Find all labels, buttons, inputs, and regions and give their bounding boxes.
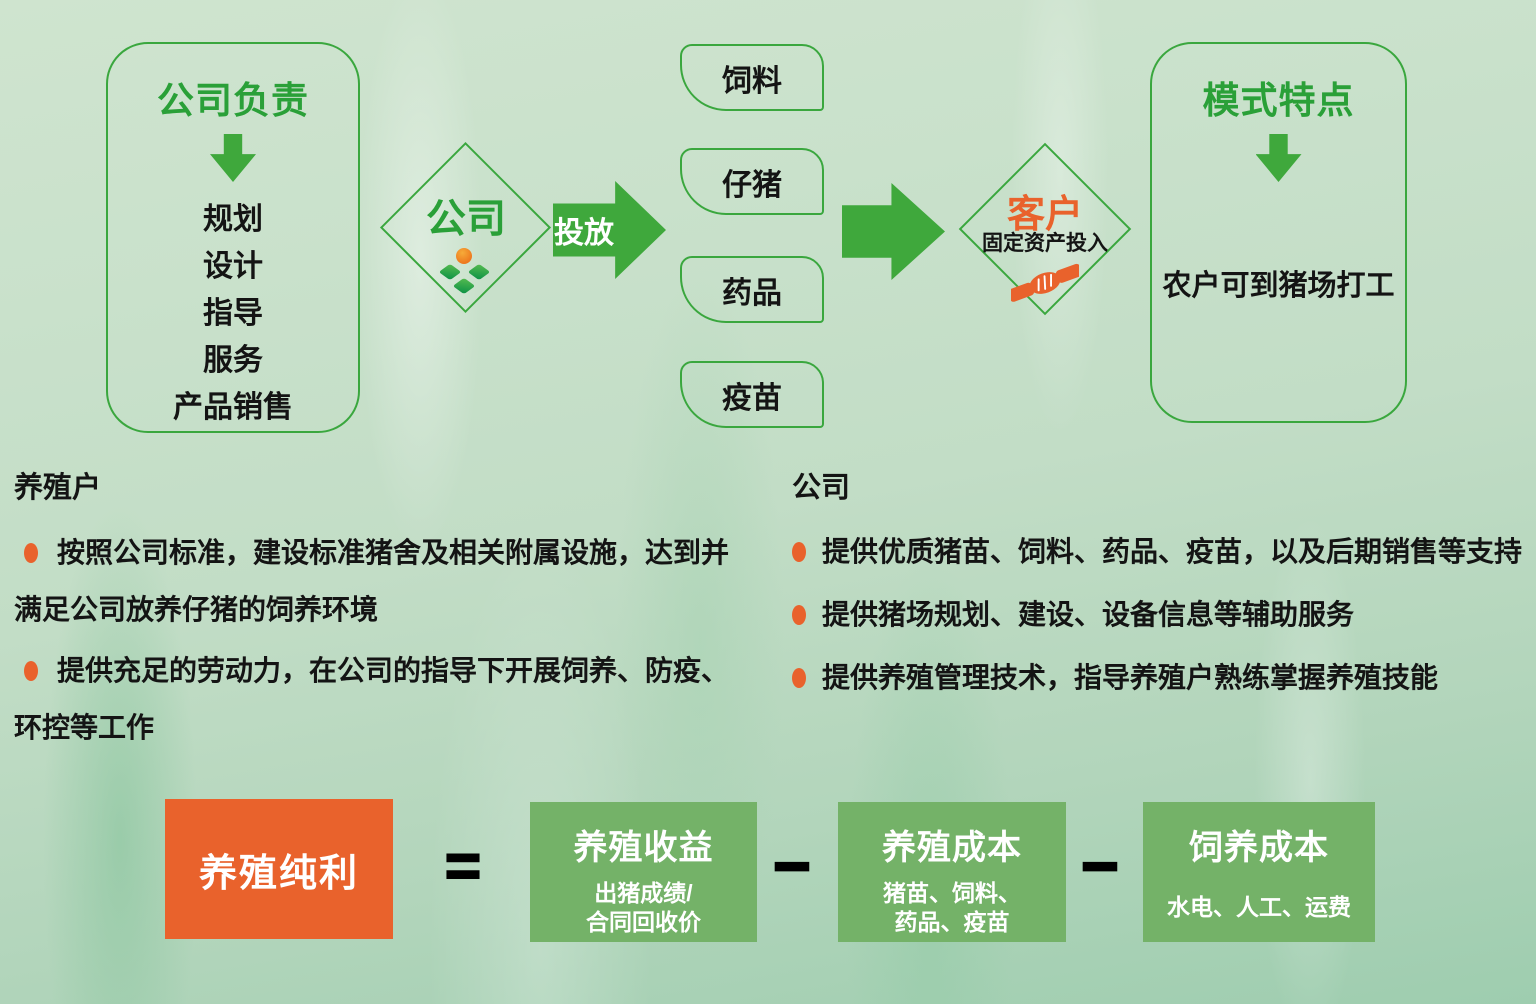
supply-box-medicine: 药品 bbox=[680, 256, 824, 323]
supply-box-feed: 饲料 bbox=[680, 44, 824, 111]
minus-sign: − bbox=[1080, 829, 1120, 904]
logo-leaf-shape bbox=[452, 277, 476, 295]
term-subtitle-line: 合同回收价 bbox=[586, 909, 701, 935]
right-arrow-icon bbox=[842, 183, 945, 280]
bullet-item: 提供养殖管理技术，指导养殖户熟练掌握养殖技能 bbox=[792, 648, 1536, 707]
equals-sign: = bbox=[444, 831, 482, 902]
net-profit-box: 养殖纯利 bbox=[165, 799, 393, 939]
bullet-text: 提供充足的劳动力，在公司的指导下开展饲养、防疫、环控等工作 bbox=[14, 655, 730, 743]
company-section: 公司 提供优质猪苗、饲料、药品、疫苗，以及后期销售等支持 提供猪场规划、建设、设… bbox=[792, 470, 1536, 707]
company-responsibility-title: 公司负责 bbox=[157, 80, 309, 121]
bullet-text: 提供养殖管理技术，指导养殖户熟练掌握养殖技能 bbox=[822, 662, 1439, 693]
farmer-section: 养殖户 按照公司标准，建设标准猪舍及相关附属设施，达到并满足公司放养仔猪的饲养环… bbox=[14, 470, 750, 756]
bullet-item: 提供充足的劳动力，在公司的指导下开展饲养、防疫、环控等工作 bbox=[14, 642, 750, 756]
bullet-dot-icon bbox=[792, 605, 806, 625]
bullet-text: 提供猪场规划、建设、设备信息等辅助服务 bbox=[822, 599, 1355, 630]
bullet-item: 提供优质猪苗、饲料、药品、疫苗，以及后期销售等支持 bbox=[792, 522, 1536, 581]
down-arrow-icon bbox=[210, 134, 256, 182]
farmer-bullet-list: 按照公司标准，建设标准猪舍及相关附属设施，达到并满足公司放养仔猪的饲养环境 提供… bbox=[14, 524, 750, 756]
supply-box-piglet: 仔猪 bbox=[680, 148, 824, 215]
model-feature-card: 模式特点 农户可到猪场打工 bbox=[1150, 42, 1407, 423]
term-subtitle-line: 水电、人工、运费 bbox=[1167, 894, 1351, 920]
down-arrow-icon bbox=[1255, 134, 1302, 182]
income-box: 养殖收益 出猪成绩/ 合同回收价 bbox=[530, 802, 757, 942]
feeding-cost-box: 饲养成本 水电、人工、运费 bbox=[1143, 802, 1375, 942]
logo-sun-shape bbox=[456, 248, 472, 264]
term-title: 养殖收益 bbox=[573, 829, 714, 867]
bullet-item: 提供猪场规划、建设、设备信息等辅助服务 bbox=[792, 585, 1536, 644]
term-subtitle: 水电、人工、运费 bbox=[1143, 893, 1375, 922]
company-diamond-label: 公司 bbox=[426, 197, 506, 241]
responsibility-item: 指导 bbox=[203, 297, 263, 330]
breeding-cost-box: 养殖成本 猪苗、饲料、 药品、疫苗 bbox=[838, 802, 1066, 942]
company-section-title: 公司 bbox=[792, 472, 851, 504]
handshake-icon bbox=[1011, 263, 1079, 302]
supply-box-vaccine: 疫苗 bbox=[680, 361, 824, 428]
term-title: 饲养成本 bbox=[1189, 829, 1329, 867]
term-subtitle-line: 猪苗、饲料、 bbox=[883, 880, 1021, 906]
bullet-item: 按照公司标准，建设标准猪舍及相关附属设施，达到并满足公司放养仔猪的饲养环境 bbox=[14, 524, 750, 638]
responsibility-item: 服务 bbox=[203, 344, 263, 377]
bullet-dot-icon bbox=[792, 542, 806, 562]
bullet-dot-icon bbox=[24, 661, 38, 681]
model-feature-title: 模式特点 bbox=[1202, 80, 1355, 121]
term-subtitle-line: 出猪成绩/ bbox=[594, 880, 693, 906]
model-feature-note: 农户可到猪场打工 bbox=[1162, 270, 1395, 302]
term-subtitle: 出猪成绩/ 合同回收价 bbox=[530, 879, 757, 937]
term-title: 养殖成本 bbox=[882, 829, 1022, 867]
bullet-text: 按照公司标准，建设标准猪舍及相关附属设施，达到并满足公司放养仔猪的饲养环境 bbox=[14, 537, 730, 625]
term-subtitle: 猪苗、饲料、 药品、疫苗 bbox=[838, 879, 1066, 937]
responsibility-item: 设计 bbox=[203, 250, 263, 283]
responsibility-list: 规划 设计 指导 服务 产品销售 bbox=[108, 196, 358, 431]
company-logo-icon bbox=[436, 248, 492, 296]
bullet-dot-icon bbox=[792, 668, 806, 688]
logo-leaf-shape bbox=[467, 263, 491, 281]
supply-arrow-label: 投放 bbox=[554, 217, 614, 250]
bullet-dot-icon bbox=[24, 543, 38, 563]
minus-sign: − bbox=[772, 829, 812, 904]
customer-diamond-label: 客户 bbox=[1006, 194, 1083, 236]
supply-arrow-icon: 投放 bbox=[553, 181, 666, 279]
company-bullet-list: 提供优质猪苗、饲料、药品、疫苗，以及后期销售等支持 提供猪场规划、建设、设备信息… bbox=[792, 522, 1536, 707]
logo-leaf-shape bbox=[438, 263, 462, 281]
responsibility-item: 规划 bbox=[203, 203, 263, 236]
company-responsibility-card: 公司负责 规划 设计 指导 服务 产品销售 bbox=[106, 42, 360, 433]
bullet-text: 提供优质猪苗、饲料、药品、疫苗，以及后期销售等支持 bbox=[822, 536, 1523, 567]
responsibility-item: 产品销售 bbox=[173, 391, 293, 424]
farmer-section-title: 养殖户 bbox=[14, 472, 102, 504]
customer-diamond-subtitle: 固定资产投入 bbox=[982, 232, 1108, 255]
term-subtitle-line: 药品、疫苗 bbox=[894, 909, 1010, 935]
